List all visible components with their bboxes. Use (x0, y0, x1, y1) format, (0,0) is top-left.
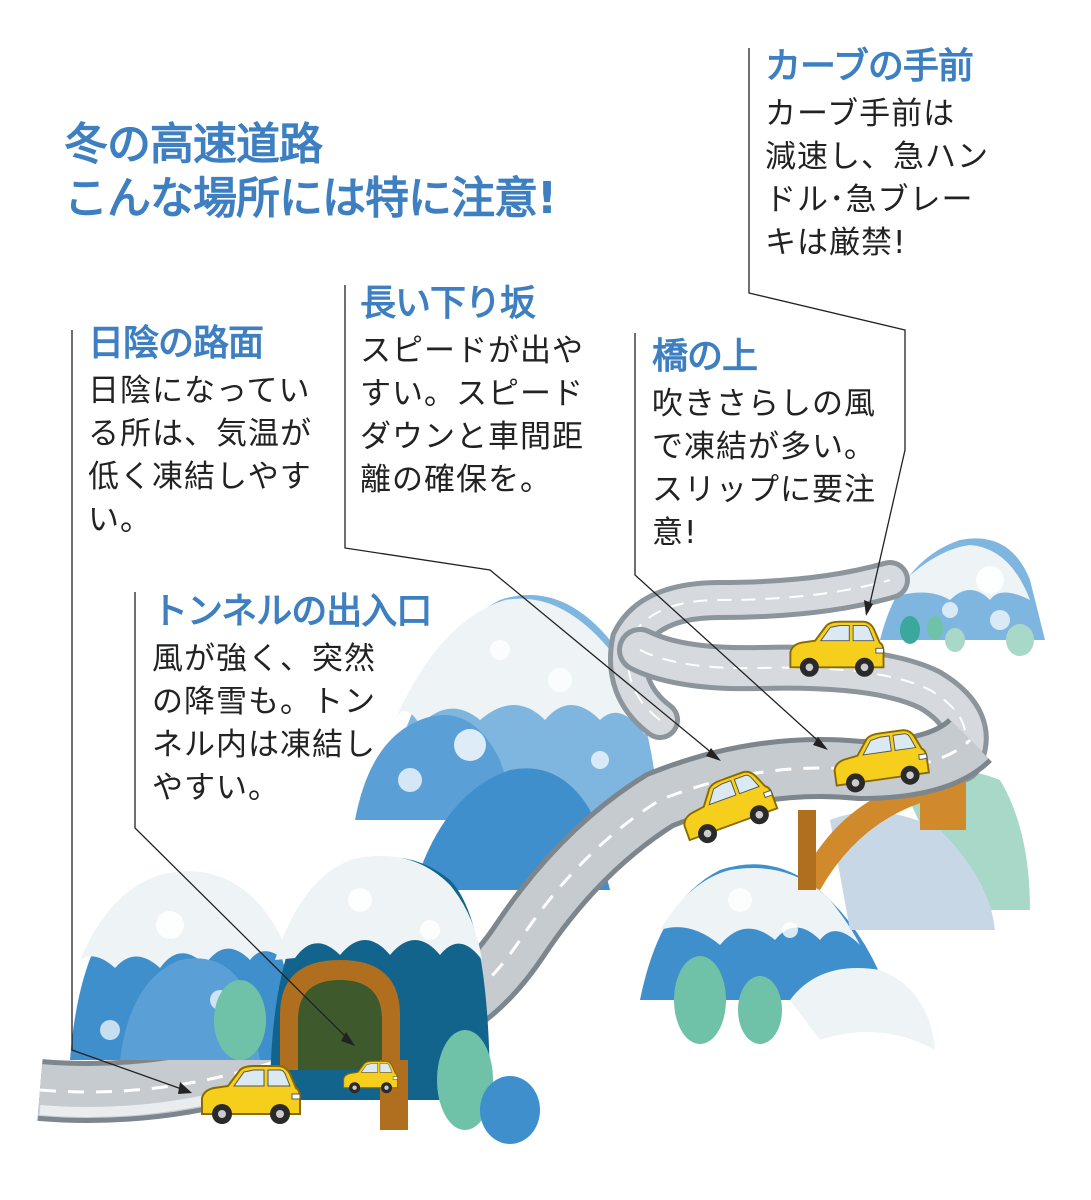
callout-body: 吹きさらしの風 で凍結が多い。 スリップに要注 意! (652, 383, 876, 555)
callout-tunnel-entrance: トンネルの出入口 風が強く、突然 の降雪も。トン ネル内は凍結し やすい。 (152, 590, 432, 810)
callout-body: 日陰になってい る所は、気温が 低く凍結しやす い。 (88, 370, 312, 542)
callout-heading: 長い下り坂 (360, 283, 536, 324)
callout-line: 風が強く、突然 (152, 641, 376, 677)
highway-upper (608, 560, 989, 783)
arrowhead-tunnel (341, 1032, 355, 1046)
callout-line: すい。スピード (360, 376, 584, 412)
arrowhead-downhill (706, 748, 721, 761)
callout-heading: カーブの手前 (765, 46, 974, 87)
callout-line: ネル内は凍結し (152, 727, 376, 763)
callout-line: 低く凍結しやす (88, 459, 312, 495)
leader-line-downhill (344, 285, 719, 759)
callout-heading: トンネルの出入口 (152, 591, 432, 632)
callout-long-downhill: 長い下り坂 スピードが出や すい。スピード ダウンと車間距 離の確保を。 (360, 282, 584, 502)
callout-line: キは厳禁! (765, 225, 907, 261)
bushes-right (674, 616, 1034, 1050)
mountain-range-left (70, 871, 300, 1060)
callout-line: で凍結が多い。 (652, 429, 876, 465)
callout-line: 離の確保を。 (360, 462, 552, 498)
leader-line-bridge (634, 333, 826, 748)
callout-body: スピードが出や すい。スピード ダウンと車間距 離の確保を。 (360, 330, 584, 502)
leader-lines (71, 48, 906, 1093)
callout-on-bridge: 橋の上 吹きさらしの風 で凍結が多い。 スリップに要注 意! (652, 335, 876, 555)
callout-line: カーブ手前は (765, 96, 956, 132)
callout-line: 日陰になってい (88, 373, 311, 409)
callout-line: スピードが出や (360, 333, 584, 369)
callout-before-curve: カーブの手前 カーブ手前は 減速し、急ハン ドル･急ブレー キは厳禁! (765, 45, 989, 265)
callout-line: い。 (88, 502, 152, 538)
callout-line: ダウンと車間距 (360, 419, 584, 455)
leader-line-tunnel (134, 592, 353, 1044)
callout-line: 吹きさらしの風 (652, 386, 876, 422)
title-line-2: こんな場所には特に注意! (64, 173, 557, 224)
arrowhead-shade (178, 1082, 192, 1094)
leader-arrowheads (178, 600, 873, 1094)
callout-line: スリップに要注 (652, 472, 876, 508)
callout-body: カーブ手前は 減速し、急ハン ドル･急ブレー キは厳禁! (765, 93, 989, 265)
arrowhead-bridge (813, 737, 828, 750)
callout-line: 減速し、急ハン (765, 139, 989, 175)
tunnel-icon (280, 960, 408, 1130)
callout-line: 意! (652, 515, 698, 551)
callout-line: の降雪も。トン (152, 684, 376, 720)
callout-line: やすい。 (152, 770, 280, 806)
mountain-range-far-right (880, 538, 1045, 640)
leader-line-curve (748, 48, 906, 613)
callout-heading: 橋の上 (652, 336, 758, 377)
title-line-1: 冬の高速道路 (64, 119, 323, 170)
callout-line: ドル･急ブレー (765, 182, 974, 218)
callout-body: 風が強く、突然 の降雪も。トン ネル内は凍結し やすい。 (152, 638, 431, 810)
callout-line: る所は、気温が (88, 416, 312, 452)
tunnel-mountain (270, 855, 540, 1144)
mountain-range-center (355, 595, 660, 890)
arrowhead-curve (864, 600, 873, 616)
callout-heading: 日陰の路面 (88, 323, 264, 364)
callout-shaded-road: 日陰の路面 日陰になってい る所は、気温が 低く凍結しやす い。 (88, 322, 312, 542)
page-title: 冬の高速道路 こんな場所には特に注意! (64, 118, 557, 226)
leader-line-shade (71, 330, 191, 1093)
